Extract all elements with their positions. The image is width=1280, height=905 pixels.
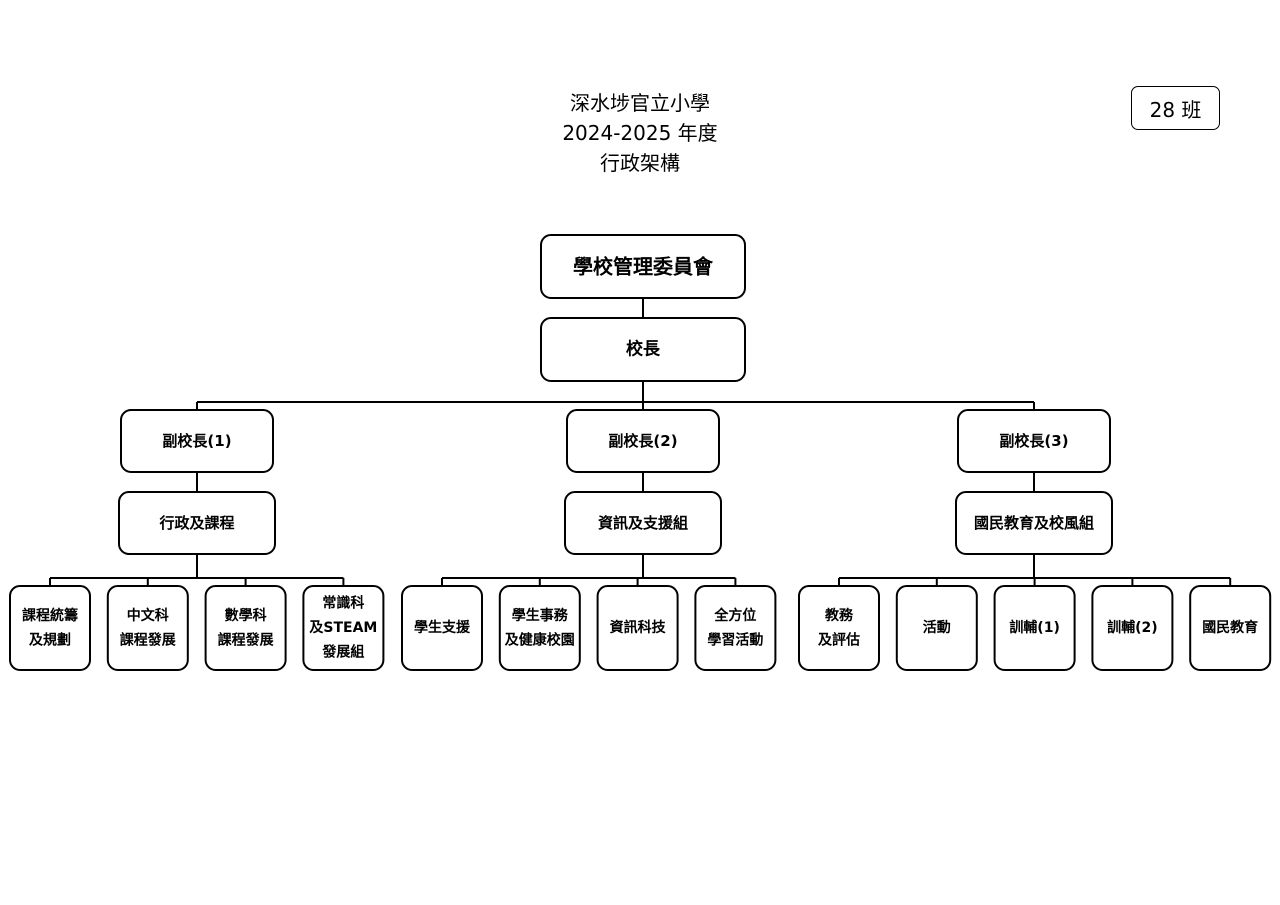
school-name: 深水埗官立小學 xyxy=(570,91,710,115)
unit-1-2-label: 中文科 xyxy=(127,607,169,624)
vice-principal-3-label: 副校長(3) xyxy=(999,432,1068,450)
vice-principal-1-label: 副校長(1) xyxy=(162,432,231,450)
unit-3-5: 國民教育 xyxy=(1189,585,1272,671)
title-block: 深水埗官立小學 2024-2025 年度 行政架構 xyxy=(440,88,840,178)
group-3-label: 國民教育及校風組 xyxy=(974,514,1094,532)
unit-2-3: 資訊科技 xyxy=(596,585,679,671)
principal: 校長 xyxy=(540,317,746,382)
group-1-label: 行政及課程 xyxy=(158,514,234,532)
group-2: 資訊及支援組 xyxy=(564,491,722,555)
unit-2-3-box xyxy=(596,585,679,671)
unit-2-1-label: 學生支援 xyxy=(414,619,471,636)
unit-2-4-label: 學習活動 xyxy=(707,631,763,648)
unit-1-4-box xyxy=(302,585,385,671)
unit-1-3-label: 課程發展 xyxy=(218,631,274,648)
unit-3-3-label: 訓輔(1) xyxy=(1009,619,1060,636)
unit-3-3: 訓輔(1) xyxy=(993,585,1076,671)
unit-3-5-box xyxy=(1189,585,1272,671)
unit-1-1-box xyxy=(9,585,91,671)
unit-3-1-label: 及評估 xyxy=(818,631,860,648)
unit-1-1-label: 課程統籌 xyxy=(22,607,78,624)
unit-3-4-label: 訓輔(2) xyxy=(1107,619,1158,636)
unit-1-1-label: 及規劃 xyxy=(29,631,71,648)
group-2-label: 資訊及支援組 xyxy=(598,514,688,532)
principal-label: 校長 xyxy=(626,339,661,360)
group-1: 行政及課程 xyxy=(118,491,276,555)
unit-3-4-box xyxy=(1091,585,1174,671)
unit-2-2-label: 學生事務 xyxy=(512,607,569,624)
unit-2-2-box xyxy=(498,585,581,671)
unit-1-4-label: 及STEAM xyxy=(309,620,377,636)
unit-1-4-label: 發展組 xyxy=(321,644,364,661)
group-3: 國民教育及校風組 xyxy=(955,491,1113,555)
unit-3-4: 訓輔(2) xyxy=(1091,585,1174,671)
unit-3-3-box xyxy=(993,585,1076,671)
unit-3-1-label: 教務 xyxy=(825,607,854,624)
unit-3-2-label: 活動 xyxy=(923,619,951,636)
unit-1-2-box xyxy=(106,585,189,671)
unit-3-2-box xyxy=(895,585,978,671)
unit-1-2-label: 課程發展 xyxy=(120,631,176,648)
unit-1-4-label: 常識科 xyxy=(322,595,364,612)
unit-1-3-label: 數學科 xyxy=(225,607,267,624)
unit-2-4-label: 全方位 xyxy=(713,607,756,624)
unit-2-3-label: 資訊科技 xyxy=(610,619,667,636)
school-year: 2024-2025 年度 xyxy=(562,121,718,145)
unit-2-2-label: 及健康校園 xyxy=(505,631,575,648)
unit-1-3-box xyxy=(204,585,287,671)
unit-2-1: 學生支援 xyxy=(401,585,483,671)
class-count-badge: 28 班 xyxy=(1131,86,1220,130)
unit-3-5-label: 國民教育 xyxy=(1202,619,1258,636)
management-committee: 學校管理委員會 xyxy=(540,234,746,299)
management-committee-label: 學校管理委員會 xyxy=(573,255,714,279)
unit-3-1-box xyxy=(798,585,880,671)
unit-2-4-box xyxy=(694,585,777,671)
vice-principal-1: 副校長(1) xyxy=(120,409,274,473)
chart-subtitle: 行政架構 xyxy=(600,151,680,175)
unit-3-2: 活動 xyxy=(895,585,978,671)
unit-2-1-box xyxy=(401,585,483,671)
vice-principal-3: 副校長(3) xyxy=(957,409,1111,473)
vice-principal-2-label: 副校長(2) xyxy=(608,432,677,450)
vice-principal-2: 副校長(2) xyxy=(566,409,720,473)
